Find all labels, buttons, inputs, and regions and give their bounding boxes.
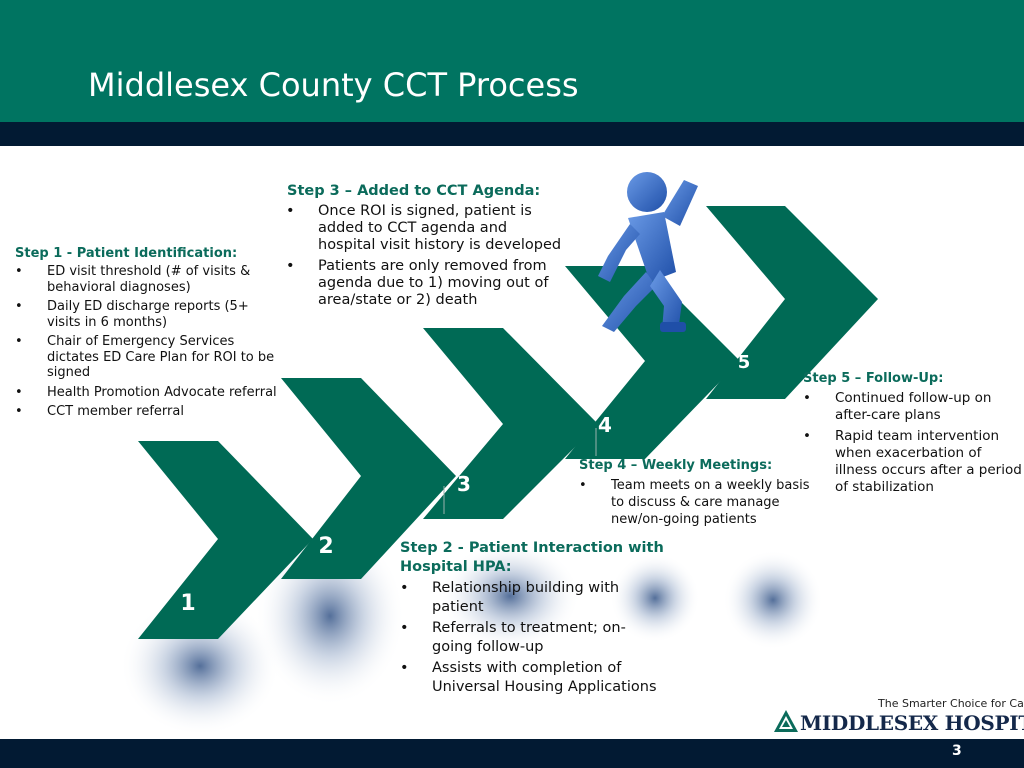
- chevron-5: [706, 206, 878, 399]
- step2-bullet: Referrals to treatment; on-going follow-…: [400, 619, 662, 657]
- hospital-logo-name: MIDDLESEX HOSPITAL: [800, 711, 1024, 735]
- step-number-1: 1: [180, 591, 195, 616]
- step1-bullet: Health Promotion Advocate referral: [15, 385, 285, 401]
- step2-bullet: Relationship building with patient: [400, 579, 662, 617]
- reflection-disc-5: [723, 550, 823, 650]
- slide-title: Middlesex County CCT Process: [88, 66, 579, 104]
- page-number: 3: [952, 743, 962, 759]
- step1-bullet-list: ED visit threshold (# of visits & behavi…: [15, 264, 285, 424]
- header-bar: [0, 0, 1024, 122]
- climbing-figure-icon: [598, 172, 698, 332]
- chevron-2: [281, 378, 456, 579]
- staircase-diagram: 1 2 3 4 5: [120, 172, 878, 736]
- step-number-4: 4: [598, 413, 612, 437]
- chevron-3: [423, 328, 598, 519]
- hospital-logo-icon: [774, 710, 798, 732]
- chevron-1: [138, 441, 313, 639]
- step2-bullet-list: Relationship building with patient Refer…: [400, 579, 662, 699]
- step1-heading: Step 1 - Patient Identification:: [15, 246, 238, 261]
- step1-bullet: CCT member referral: [15, 404, 285, 420]
- step5-bullet: Continued follow-up on after-care plans: [803, 390, 1024, 424]
- footer-bar: [0, 739, 1024, 768]
- step1-bullet: ED visit threshold (# of visits & behavi…: [15, 264, 285, 295]
- step-number-3: 3: [457, 472, 471, 496]
- step3-bullet: Once ROI is signed, patient is added to …: [286, 203, 566, 254]
- step4-heading: Step 4 – Weekly Meetings:: [579, 458, 773, 473]
- step2-bullet: Assists with completion of Universal Hou…: [400, 659, 662, 697]
- step4-bullet: Team meets on a weekly basis to discuss …: [579, 477, 819, 528]
- step2-heading: Step 2 - Patient Interaction with Hospit…: [400, 540, 664, 575]
- step3-bullet-list: Once ROI is signed, patient is added to …: [286, 203, 566, 313]
- chevron-4: [565, 266, 740, 459]
- step5-bullet-list: Continued follow-up on after-care plans …: [803, 390, 1024, 500]
- step4-bullet-list: Team meets on a weekly basis to discuss …: [579, 477, 819, 528]
- step3-heading: Step 3 – Added to CCT Agenda:: [287, 183, 541, 199]
- step1-bullet: Daily ED discharge reports (5+ visits in…: [15, 299, 285, 330]
- logo-tagline: The Smarter Choice for Care: [878, 697, 1024, 710]
- step1-bullet: Chair of Emergency Services dictates ED …: [15, 334, 285, 381]
- step5-heading: Step 5 – Follow-Up:: [803, 371, 944, 386]
- step5-bullet: Rapid team intervention when exacerbatio…: [803, 428, 1024, 496]
- header-band: [0, 122, 1024, 146]
- step-number-2: 2: [318, 534, 333, 559]
- step3-bullet: Patients are only removed from agenda du…: [286, 258, 566, 309]
- step-number-5: 5: [738, 352, 751, 373]
